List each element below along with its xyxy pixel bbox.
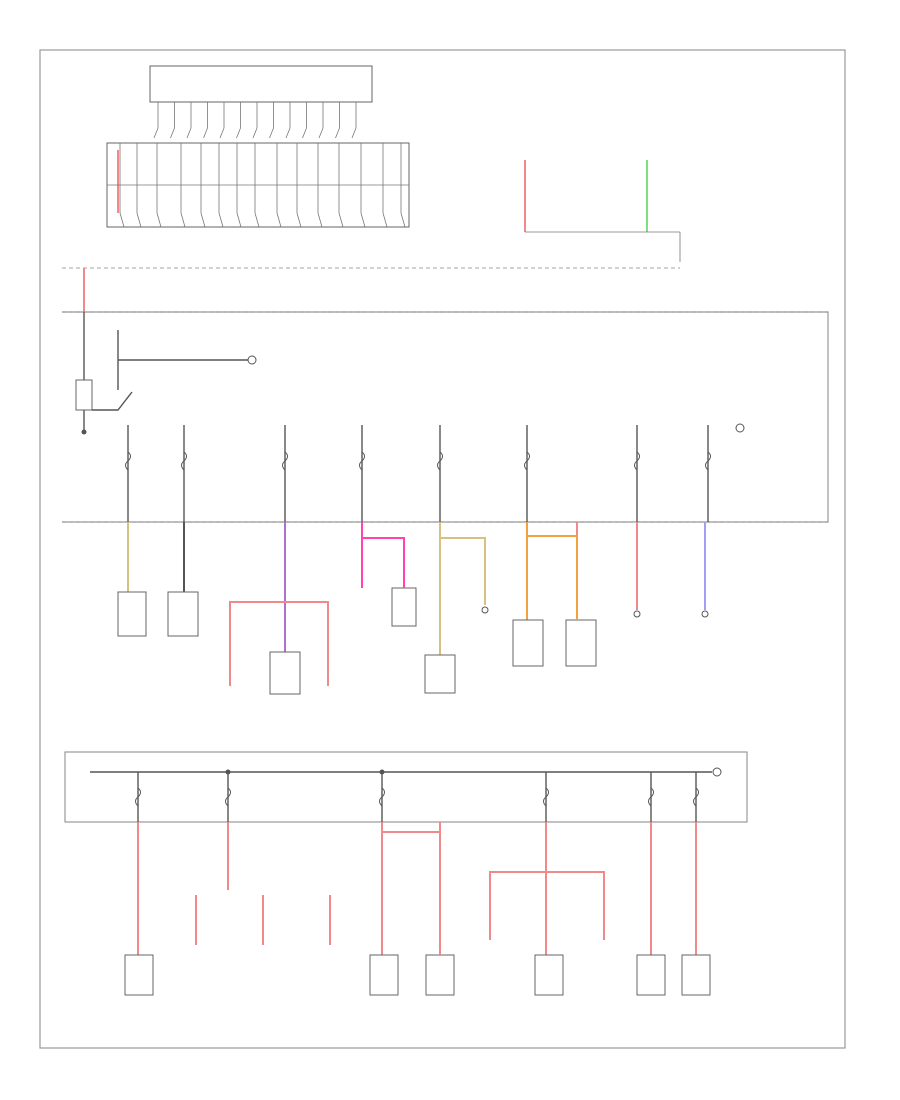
top-fuse-block xyxy=(106,142,410,228)
lower-load-component xyxy=(369,954,399,996)
upper-load-component xyxy=(512,619,544,667)
lower-fuse-symbol xyxy=(135,787,141,807)
upper-load-component xyxy=(391,587,417,627)
connector-pin-bend xyxy=(335,127,340,139)
fuse-block-pin xyxy=(119,212,125,228)
connector-pin-bend xyxy=(219,127,225,139)
lower-fuse-box xyxy=(64,751,748,823)
fuse-block-pin xyxy=(296,212,302,228)
connector-pin-bend xyxy=(236,127,241,139)
lower-fuse-splice xyxy=(379,769,385,775)
connector-pin-bend xyxy=(153,127,159,139)
fuse-block-pin xyxy=(382,212,388,228)
upper-load-component xyxy=(269,651,301,695)
upper-load-ground xyxy=(701,610,709,618)
upper-fuse-symbol xyxy=(125,451,131,471)
fuse-block-pin xyxy=(236,212,242,228)
fuse-block-pin xyxy=(156,212,162,228)
upper-load-branch xyxy=(527,535,578,620)
upper-load-component xyxy=(117,591,147,637)
upper-fuse-symbol xyxy=(705,451,711,471)
upper-load-ground xyxy=(633,610,641,618)
diagram-frame xyxy=(39,49,846,1049)
connector-pin-bend xyxy=(203,127,208,139)
upper-load-component xyxy=(424,654,456,694)
fuse-block-pin xyxy=(400,212,406,228)
fuse-block-pin xyxy=(180,212,186,228)
upper-fuse-symbol xyxy=(282,451,288,471)
fuse-block-pin xyxy=(254,212,260,228)
lower-fuse-symbol xyxy=(379,787,385,807)
connector-pin-bend xyxy=(186,127,192,139)
connector-pin-bend xyxy=(351,127,357,139)
fuse-block-pin xyxy=(360,212,366,228)
upper-fuse-box xyxy=(62,311,829,523)
lower-load-group xyxy=(124,822,711,996)
lower-fuse-symbol xyxy=(225,787,231,807)
connector-pin-bend xyxy=(302,127,307,139)
connector-pin-bend xyxy=(285,127,291,139)
lower-load-component xyxy=(636,954,666,996)
lower-fuse-splice xyxy=(225,769,231,775)
upper-load-component xyxy=(565,619,597,667)
upper-load-component xyxy=(167,591,199,637)
connector-pin-bend xyxy=(170,127,175,139)
top-right-sensors xyxy=(524,160,681,262)
lower-load-component xyxy=(681,954,711,996)
lower-load-component xyxy=(534,954,564,996)
lower-fuse-symbol xyxy=(648,787,654,807)
lower-load-branch xyxy=(489,871,605,940)
upper-load-group xyxy=(117,522,709,695)
lower-fuse-symbol xyxy=(543,787,549,807)
connector-pin-bend xyxy=(252,127,258,139)
fuse-block-pin xyxy=(338,212,344,228)
upper-load-branch xyxy=(362,537,405,588)
lower-fuse-symbol xyxy=(693,787,699,807)
fuse-block-pin xyxy=(136,212,142,228)
upper-fuse-ground xyxy=(735,423,745,433)
upper-load-branch xyxy=(229,601,329,686)
connector-pin-bend xyxy=(318,127,324,139)
upper-load-ground xyxy=(481,606,489,614)
upper-fuse-symbol xyxy=(634,451,640,471)
upper-fuse-symbol xyxy=(524,451,530,471)
fuse-block-pin xyxy=(200,212,206,228)
connector-pin-bend xyxy=(269,127,274,139)
lower-load-component xyxy=(425,954,455,996)
top-connector xyxy=(149,65,373,139)
lower-load-branch xyxy=(382,831,441,955)
upper-fuse-symbol xyxy=(437,451,443,471)
upper-fuse-symbol xyxy=(359,451,365,471)
fuse-block-pin xyxy=(317,212,323,228)
upper-load-branch xyxy=(440,537,486,605)
lower-load-component xyxy=(124,954,154,996)
fuse-block-pin xyxy=(276,212,282,228)
upper-fuse-symbol xyxy=(181,451,187,471)
fuse-block-pin xyxy=(218,212,224,228)
